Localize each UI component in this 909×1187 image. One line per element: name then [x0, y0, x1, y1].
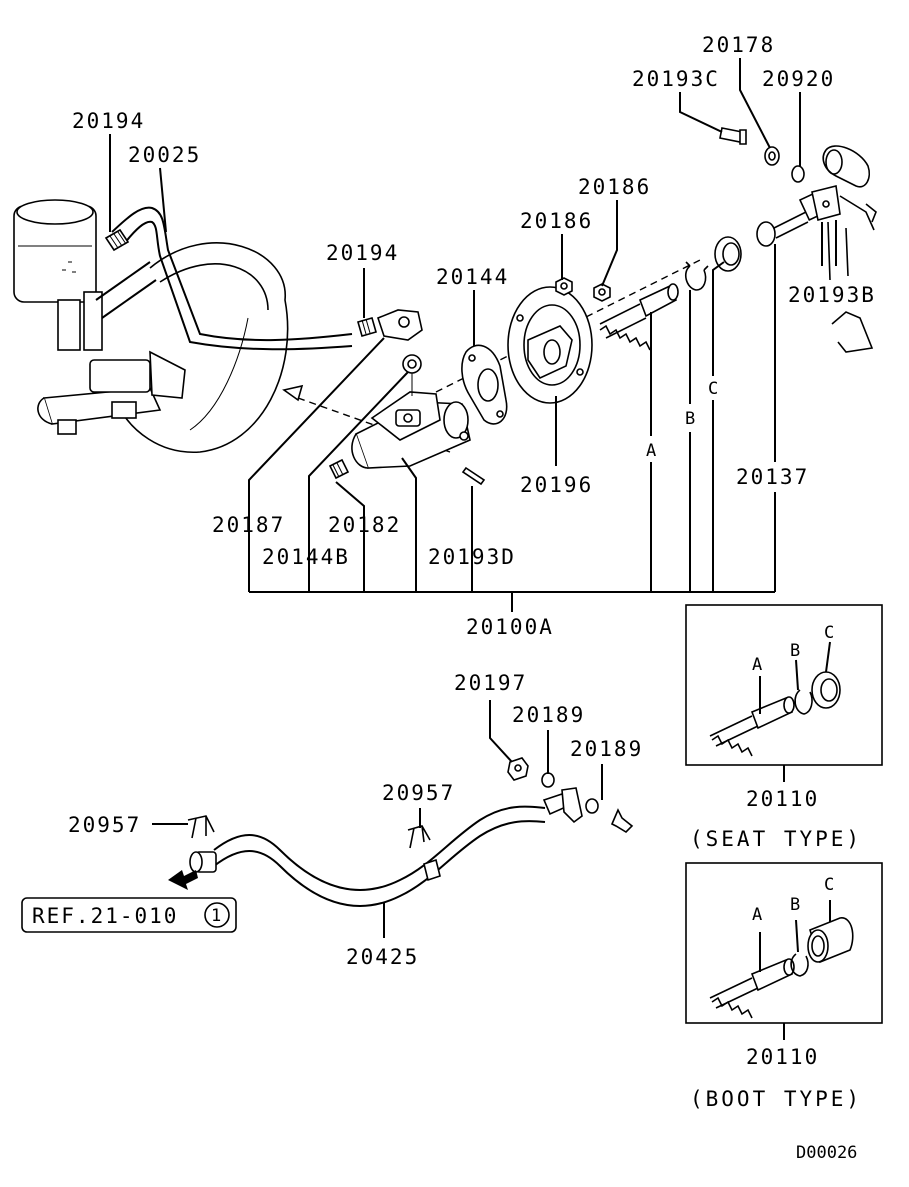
label-20182: 20182	[328, 513, 401, 537]
label-20189-a: 20189	[512, 703, 585, 727]
reservoir-hose-20025	[95, 206, 353, 351]
clip-20957-mid	[407, 825, 431, 849]
nut-20186-a	[555, 277, 573, 296]
piston-kit-A	[599, 283, 679, 351]
ref-label[interactable]: REF.21-010	[32, 904, 178, 928]
clutch-hose-20425	[189, 787, 583, 907]
hose-fitting-elbow	[377, 309, 423, 341]
label-20920: 20920	[762, 67, 835, 91]
seat-letter-B: B	[790, 641, 800, 661]
label-20137: 20137	[736, 465, 809, 489]
label-letter-B: B	[685, 409, 695, 429]
bolt-20193C	[719, 127, 747, 145]
clip-20957-left	[187, 815, 215, 839]
seal-C	[714, 236, 742, 272]
washer-20189-b	[585, 798, 599, 814]
label-20186-b: 20186	[520, 209, 593, 233]
washer-20920	[791, 165, 805, 183]
inset-seat-type	[685, 604, 883, 782]
label-20100A: 20100A	[466, 615, 554, 639]
leader-lines	[109, 58, 837, 938]
ref-box[interactable]	[21, 897, 237, 933]
label-20193B: 20193B	[788, 283, 876, 307]
label-20187: 20187	[212, 513, 285, 537]
part-20182-drawing	[328, 458, 350, 480]
hose-clamp-20194-left	[104, 228, 130, 252]
part-20193D-drawing	[461, 466, 486, 486]
label-20196: 20196	[520, 473, 593, 497]
boot-caption: (BOOT TYPE)	[690, 1087, 862, 1111]
master-cylinder-drawing	[37, 350, 186, 435]
clevis-pedal-drawing	[811, 145, 877, 353]
brake-booster-drawing	[117, 242, 289, 453]
connection-arrow	[610, 808, 634, 834]
inset-seat-drawing	[709, 641, 841, 757]
label-20144: 20144	[436, 265, 509, 289]
label-20178: 20178	[702, 33, 775, 57]
nut-20186-b	[593, 283, 611, 302]
gasket-20144	[461, 344, 508, 425]
bushing-20178	[764, 146, 780, 166]
label-20186-a: 20186	[578, 175, 651, 199]
label-letter-C: C	[708, 379, 718, 399]
boot-letter-B: B	[790, 895, 800, 915]
seat-part-number: 20110	[746, 787, 819, 811]
inset-boot-type	[685, 862, 883, 1040]
seat-caption: (SEAT TYPE)	[690, 827, 862, 851]
label-20957-mid: 20957	[382, 781, 455, 805]
label-20144B: 20144B	[262, 545, 350, 569]
label-20193D: 20193D	[428, 545, 516, 569]
part-labels: 20178 20193C 20920 20194 20025 20186 201…	[32, 33, 876, 1163]
label-20194-mid: 20194	[326, 241, 399, 265]
seat-letter-C: C	[824, 623, 834, 643]
bleeder-20197	[507, 757, 529, 781]
washer-20189-a	[541, 772, 555, 788]
ref-number: 1	[211, 906, 221, 926]
boot-letter-C: C	[824, 875, 834, 895]
snap-ring-B	[684, 261, 709, 291]
label-20025: 20025	[128, 143, 201, 167]
label-20193C: 20193C	[632, 67, 720, 91]
label-letter-A: A	[646, 441, 656, 461]
hose-clamp-20194-right	[357, 317, 377, 337]
seat-letter-A: A	[752, 655, 762, 675]
label-20425: 20425	[346, 945, 419, 969]
boot-letter-A: A	[752, 905, 762, 925]
label-20957-left: 20957	[68, 813, 141, 837]
reservoir-drawing	[13, 199, 103, 351]
flange-plate-20196	[507, 286, 593, 404]
label-20194-top: 20194	[72, 109, 145, 133]
ref-direction-arrow	[168, 870, 198, 890]
boot-part-number: 20110	[746, 1045, 819, 1069]
inset-boot-drawing	[709, 900, 854, 1019]
diagram-code: D00026	[796, 1143, 857, 1163]
clutch-master-cylinder-body	[351, 354, 471, 469]
label-20189-b: 20189	[570, 737, 643, 761]
label-20197: 20197	[454, 671, 527, 695]
